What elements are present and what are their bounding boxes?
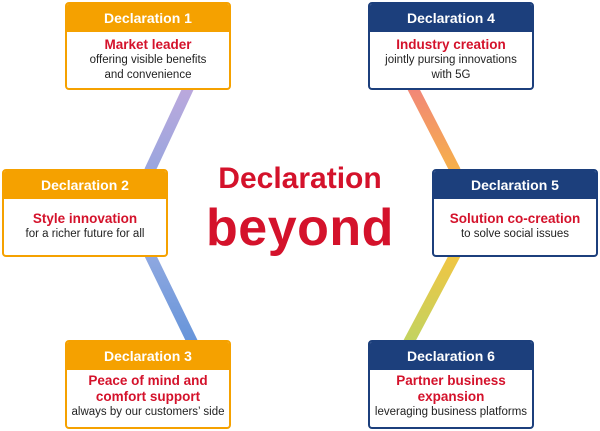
declaration-title: Market leader — [104, 37, 192, 52]
declaration-header: Declaration 2 — [4, 171, 166, 199]
declaration-title: Partner business expansion — [396, 373, 506, 404]
declaration-header: Declaration 3 — [67, 342, 229, 370]
declaration-card-6: Declaration 6 Partner business expansion… — [368, 340, 534, 429]
declaration-title: Solution co-creation — [449, 211, 581, 226]
declaration-header: Declaration 6 — [370, 342, 532, 370]
declaration-title: Peace of mind and comfort support — [88, 373, 208, 404]
declaration-desc-line: offering visible benefits — [89, 54, 207, 66]
declaration-desc-line: to solve social issues — [460, 228, 570, 240]
center-title-beyond: beyond — [206, 199, 394, 257]
declaration-desc-line: and convenience — [104, 69, 192, 81]
declaration-header: Declaration 1 — [67, 4, 229, 32]
declaration-header: Declaration 5 — [434, 171, 596, 199]
declaration-card-1: Declaration 1 Market leader offering vis… — [65, 2, 231, 90]
declaration-header: Declaration 4 — [370, 4, 532, 32]
declaration-desc-line: leveraging business platforms — [374, 406, 528, 418]
declaration-desc-line: always by our customers’ side — [71, 406, 225, 418]
declaration-desc-line: with 5G — [431, 69, 471, 81]
declaration-card-3: Declaration 3 Peace of mind and comfort … — [65, 340, 231, 429]
declaration-desc-line: for a richer future for all — [25, 228, 145, 240]
declaration-card-5: Declaration 5 Solution co-creation to so… — [432, 169, 598, 257]
declaration-desc-line: jointly pursing innovations — [385, 54, 517, 66]
declaration-card-2: Declaration 2 Style innovation for a ric… — [2, 169, 168, 257]
declaration-title: Industry creation — [396, 37, 506, 52]
declaration-card-4: Declaration 4 Industry creation jointly … — [368, 2, 534, 90]
center-title-declaration: Declaration — [218, 162, 382, 195]
declaration-title: Style innovation — [32, 211, 138, 226]
